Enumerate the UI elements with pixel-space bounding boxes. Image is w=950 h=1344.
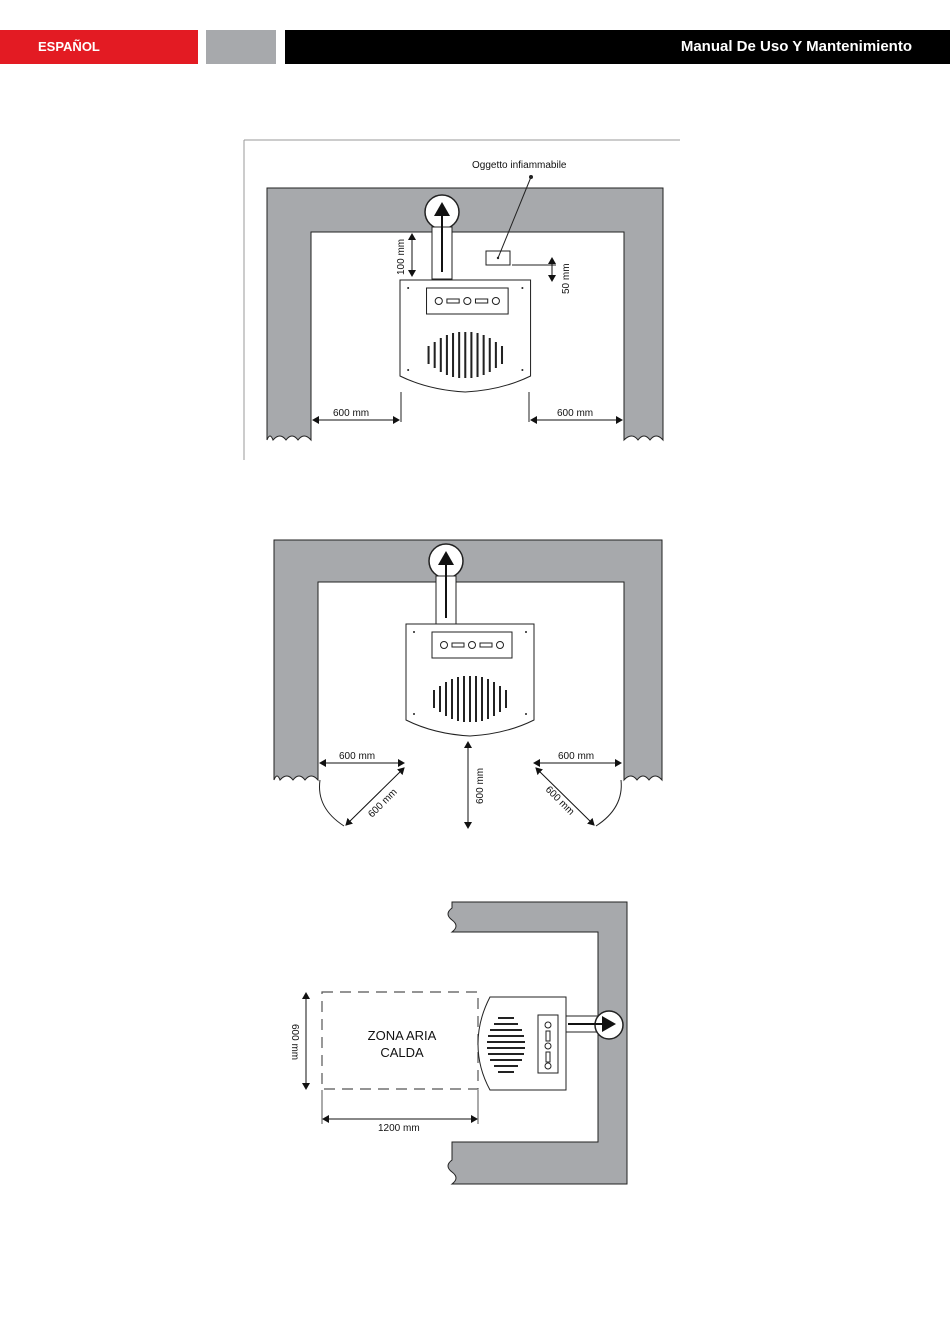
dim-right-label: 600 mm [558,751,594,762]
figure-1-flammable-clearance: Oggetto infiammabile 100 mm 50 mm 600 mm… [244,140,680,460]
flammable-label: Oggetto infiammabile [472,160,567,171]
dim-height-label: 600 mm [289,1024,300,1060]
zone-line-1: ZONA ARIA [368,1028,437,1043]
figure-3-hot-air-zone: ZONA ARIA CALDA 600 mm [289,902,627,1184]
dim-diag-right-label: 600 mm [543,784,576,817]
dim-back-label: 100 mm [396,239,407,275]
dim-front-label: 600 mm [475,768,486,804]
dim-object-label: 50 mm [561,263,572,294]
dim-left-label: 600 mm [333,408,369,419]
dim-diag-left-label: 600 mm [366,787,399,820]
zone-line-2: CALDA [380,1045,424,1060]
figure-2-front-clearance: 600 mm 600 mm 600 mm 600 mm 600 mm [274,540,662,828]
dim-width-label: 1200 mm [378,1123,420,1134]
dim-right-label: 600 mm [557,408,593,419]
stove-rotated [478,997,566,1090]
dim-left-label: 600 mm [339,751,375,762]
